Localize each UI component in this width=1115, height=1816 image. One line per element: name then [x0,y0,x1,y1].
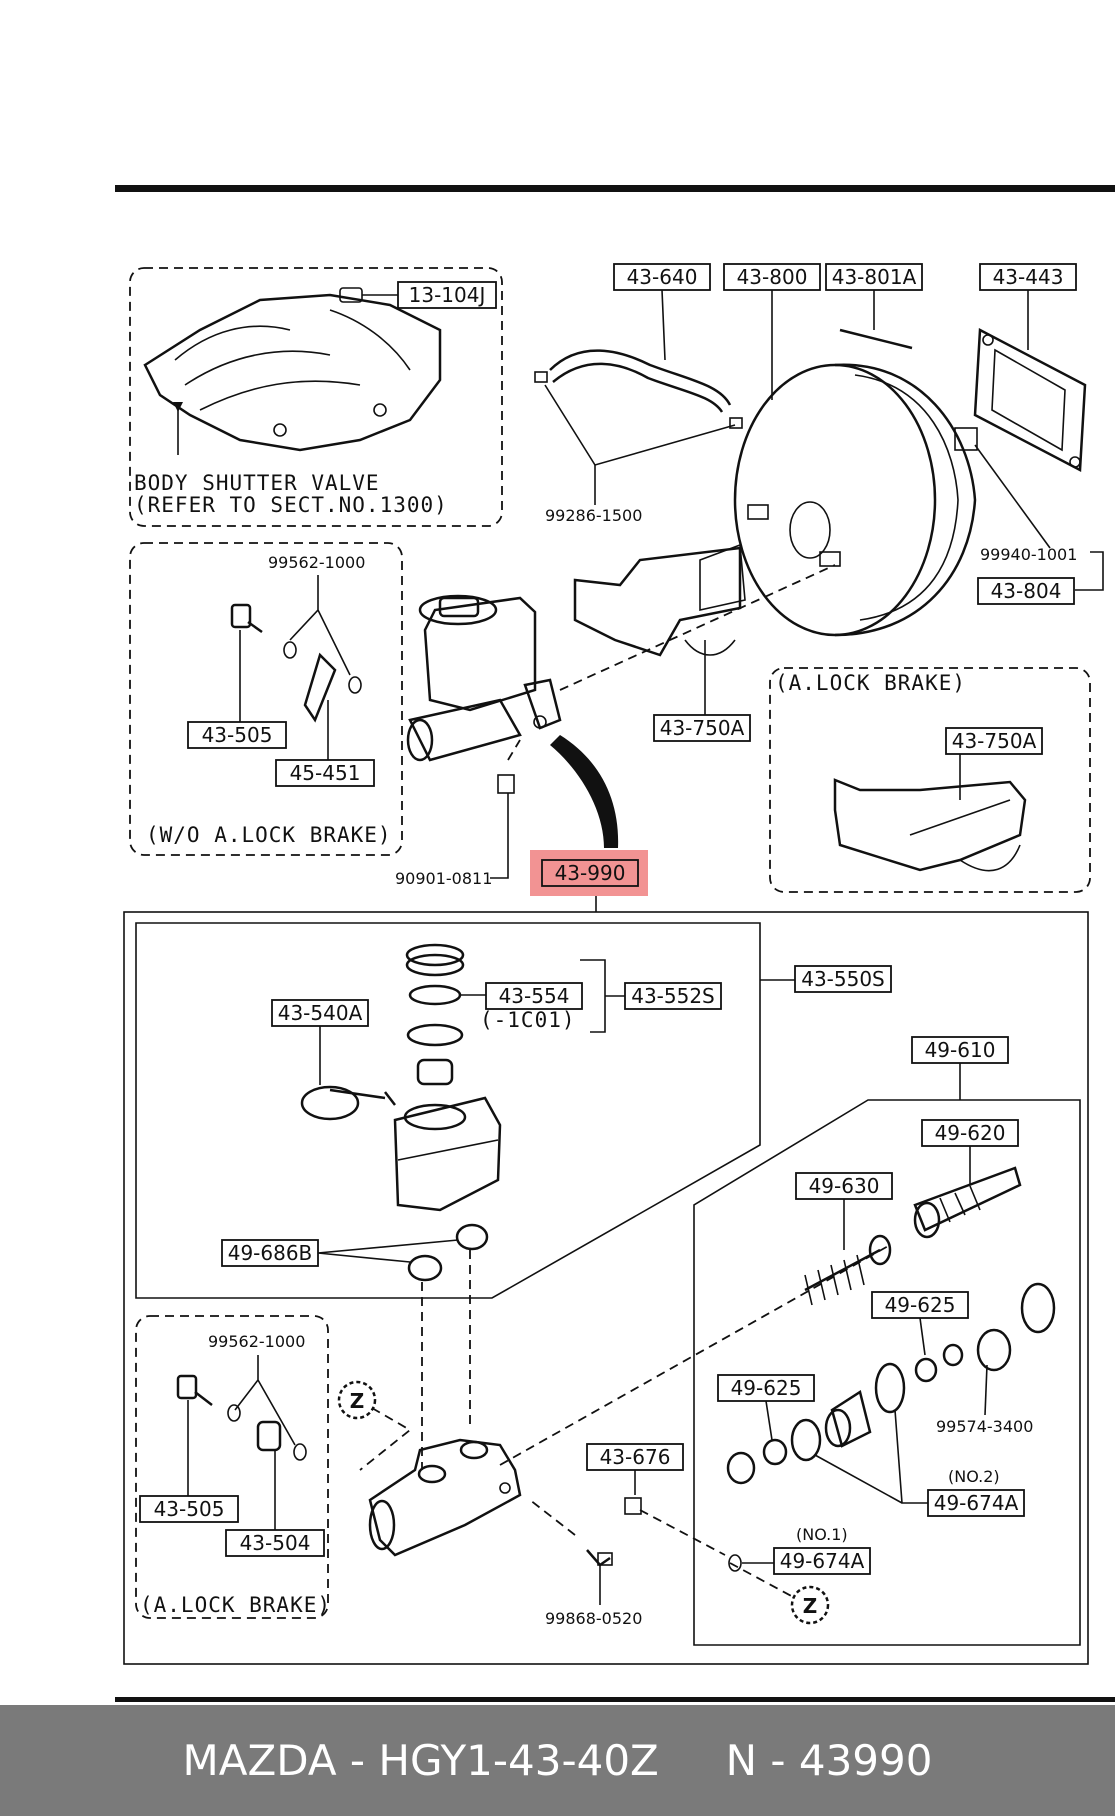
label-99286-1500: 99286-1500 [545,506,642,525]
abs-bolt-drawing [176,1374,213,1406]
reservoir-group-frame [135,922,761,1299]
master-cylinder-assembly-drawing [406,594,562,762]
label-13-104j: 13-104J [409,283,486,307]
label-49-625-upper: 49-625 [885,1293,956,1317]
top-rule [115,185,1115,192]
label-43-990: 43-990 [555,861,626,885]
booster-bracket-drawing [573,543,746,657]
label-49-610: 49-610 [925,1038,996,1062]
label-43-801a: 43-801A [832,265,917,289]
caption-refer-sect: (REFER TO SECT.NO.1300) [134,493,448,517]
z-marker-left [337,1380,377,1420]
caption-abs-bottom: (A.LOCK BRAKE) [140,1593,331,1617]
piston-group-frame [693,1099,1081,1646]
label-43-804: 43-804 [991,579,1062,603]
label-49-630: 49-630 [809,1174,880,1198]
label-99940-1001: 99940-1001 [980,545,1077,564]
vacuum-hose-drawing [534,289,1029,429]
exploded-view-frame [123,911,1089,1665]
label-43-552s: 43-552S [631,984,715,1008]
highlight-43-990 [530,850,648,896]
label-43-550s: 43-550S [801,967,885,991]
abs-top-group [769,667,1091,893]
label-49-674a-no2: 49-674A [934,1491,1019,1515]
label-45-451: 45-451 [290,761,361,785]
abs-bracket-drawing [833,778,1027,872]
label-49-674a-no1: 49-674A [780,1549,865,1573]
label-43-443: 43-443 [993,265,1064,289]
label-43-750a-main: 43-750A [660,716,745,740]
master-cylinder-body-drawing [368,1438,522,1557]
brake-booster-drawing [733,363,977,637]
label-43-750a-box: 43-750A [952,729,1037,753]
label-no2: (NO.2) [948,1467,1000,1486]
caption-wo-abs: (W/O A.LOCK BRAKE) [146,823,392,847]
wo-abs-group [129,542,403,856]
bottom-rule [115,1697,1115,1702]
booster-gasket-drawing [973,327,1087,473]
label-99562-1000-top: 99562-1000 [268,553,365,572]
label-49-620: 49-620 [935,1121,1006,1145]
label-43-554: 43-554 [499,984,570,1008]
caption-abs-top: (A.LOCK BRAKE) [775,671,966,695]
reservoir-tank-drawing [393,1096,502,1212]
z-marker-right [790,1585,830,1625]
z-marker-right-label: Z [803,1594,818,1618]
intake-manifold-drawing [143,287,442,455]
secondary-piston-drawing [913,1166,1022,1239]
shutter-valve-group [129,267,503,527]
label-1c01: (-1C01) [480,1008,576,1032]
label-49-625-lower: 49-625 [731,1376,802,1400]
footer-spacer [659,1736,726,1785]
footer-part-number: MAZDA - HGY1-43-40Z [182,1736,659,1785]
reservoir-pin-drawing [300,1085,396,1121]
label-99574-3400: 99574-3400 [936,1417,1033,1436]
label-43-505-top: 43-505 [202,723,273,747]
label-43-676: 43-676 [600,1445,671,1469]
label-43-504: 43-504 [240,1531,311,1555]
z-marker-left-label: Z [350,1389,365,1413]
footer-bar: MAZDA - HGY1-43-40Z N - 43990 [0,1705,1115,1816]
label-90901-0811: 90901-0811 [395,869,492,888]
primary-seal-drawing [726,1362,906,1485]
label-43-640: 43-640 [627,265,698,289]
abs-bottom-group [135,1315,329,1619]
grommet-drawing [407,1223,489,1282]
caption-body-shutter-valve: BODY SHUTTER VALVE [134,471,380,495]
label-99562-1000-bottom: 99562-1000 [208,1332,305,1351]
bleeder-screw-drawing [586,1549,613,1567]
label-49-686b: 49-686B [228,1241,313,1265]
reservoir-cap-drawing [405,943,465,1086]
label-99868-0520: 99868-0520 [545,1609,642,1628]
label-no1: (NO.1) [796,1525,848,1544]
footer-ref-number: N - 43990 [725,1736,933,1785]
label-43-800: 43-800 [737,265,808,289]
parts-diagram: 13-104J BODY SHUTTER VALVE (REFER TO SEC… [115,185,1115,1702]
bolt-drawing [230,603,263,634]
label-43-540a: 43-540A [278,1001,363,1025]
label-43-505-bottom: 43-505 [154,1497,225,1521]
